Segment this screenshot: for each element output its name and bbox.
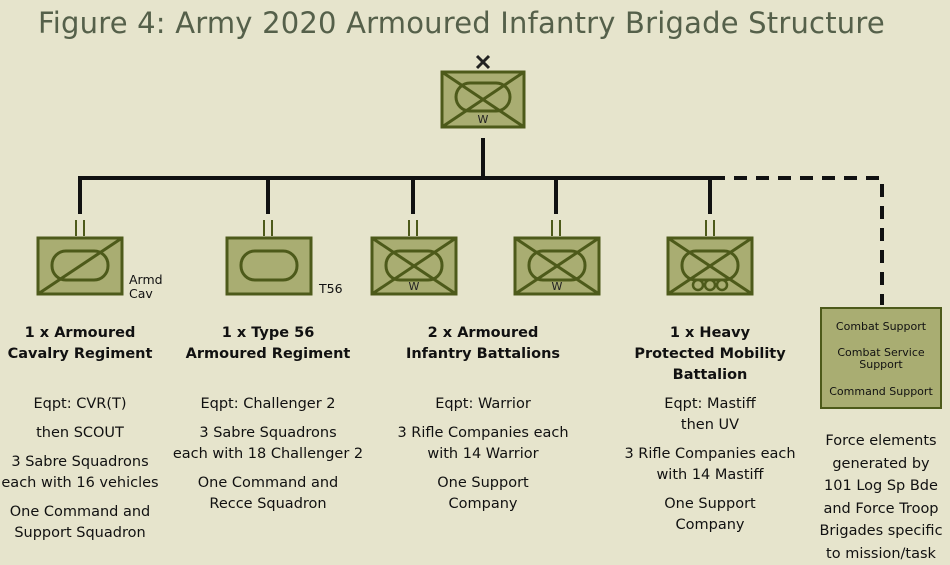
unit-detail: each with 18 Challenger 2 bbox=[172, 446, 364, 462]
unit-detail: 3 Sabre Squadrons bbox=[199, 425, 337, 441]
type56-regiment-column: 1 x Type 56 Armoured Regiment Eqpt: Chal… bbox=[168, 323, 368, 515]
unit-heading: Protected Mobility bbox=[634, 346, 786, 362]
unit-heading: 2 x Armoured bbox=[427, 325, 539, 341]
hq-letter: W bbox=[478, 113, 489, 126]
unit-tag-armd-cav: Armd Cav bbox=[129, 272, 163, 301]
support-elements-box: Combat Support Combat Service Support Co… bbox=[820, 307, 942, 409]
support-item: Support bbox=[859, 358, 903, 371]
armoured-infantry-column: 2 x Armoured Infantry Battalions Eqpt: W… bbox=[383, 323, 583, 515]
figure-title: Figure 4: Army 2020 Armoured Infantry Br… bbox=[38, 6, 885, 40]
heavy-protected-mobility-symbol bbox=[666, 220, 754, 296]
unit-detail: Support Squadron bbox=[14, 525, 146, 541]
armoured-cavalry-column: 1 x Armoured Cavalry Regiment Eqpt: CVR(… bbox=[0, 323, 160, 544]
unit-detail: One Command and bbox=[197, 475, 339, 491]
unit-detail: 3 Rifle Companies each bbox=[397, 425, 569, 441]
unit-heading: Infantry Battalions bbox=[405, 346, 561, 362]
unit-heading: Armoured Regiment bbox=[185, 346, 351, 362]
wheels-icon bbox=[691, 278, 729, 292]
unit-letter-2: W bbox=[552, 280, 563, 293]
unit-detail: each with 16 vehicles bbox=[1, 475, 159, 491]
unit-detail: Recce Squadron bbox=[209, 496, 327, 512]
type56-regiment-symbol bbox=[225, 220, 313, 296]
unit-heading: 1 x Armoured bbox=[24, 325, 136, 341]
unit-detail: One Support bbox=[664, 496, 756, 512]
unit-detail: then SCOUT bbox=[36, 425, 124, 441]
unit-detail: One Support bbox=[437, 475, 529, 491]
support-caption: Force elements generated by 101 Log Sp B… bbox=[819, 433, 943, 562]
support-item: Combat Support bbox=[835, 320, 927, 333]
heavy-protected-mobility-column: 1 x Heavy Protected Mobility Battalion E… bbox=[610, 323, 810, 536]
connector-lines bbox=[78, 138, 884, 305]
support-item: Command Support bbox=[829, 385, 933, 398]
unit-heading: 1 x Heavy bbox=[669, 325, 751, 341]
unit-detail: 3 Rifle Companies each bbox=[624, 446, 796, 462]
unit-detail: Eqpt: Challenger 2 bbox=[200, 396, 336, 412]
unit-tag-t56: T56 bbox=[319, 281, 343, 296]
brigade-hq-symbol: W bbox=[440, 54, 526, 129]
unit-detail: One Command and bbox=[9, 504, 151, 520]
unit-detail: Eqpt: Warrior bbox=[435, 396, 531, 412]
support-dashed-line bbox=[712, 176, 884, 305]
armoured-infantry-symbol-1: W bbox=[370, 220, 458, 296]
unit-detail: Company bbox=[675, 517, 745, 533]
armoured-infantry-symbol-2: W bbox=[513, 220, 601, 296]
unit-detail: with 14 Mastiff bbox=[656, 467, 764, 483]
support-item: Combat Service bbox=[837, 346, 925, 359]
unit-heading: Battalion bbox=[672, 367, 748, 383]
unit-heading: Cavalry Regiment bbox=[7, 346, 153, 362]
unit-detail: then UV bbox=[680, 417, 740, 433]
unit-detail: with 14 Warrior bbox=[427, 446, 539, 462]
unit-detail: Company bbox=[448, 496, 518, 512]
armoured-cavalry-symbol bbox=[36, 220, 124, 296]
unit-letter-1: W bbox=[409, 280, 420, 293]
brigade-x-mark bbox=[475, 54, 491, 70]
unit-heading: 1 x Type 56 bbox=[221, 325, 315, 341]
unit-detail: Eqpt: Mastiff bbox=[664, 396, 756, 412]
unit-detail: 3 Sabre Squadrons bbox=[11, 454, 149, 470]
unit-detail: Eqpt: CVR(T) bbox=[33, 396, 127, 412]
